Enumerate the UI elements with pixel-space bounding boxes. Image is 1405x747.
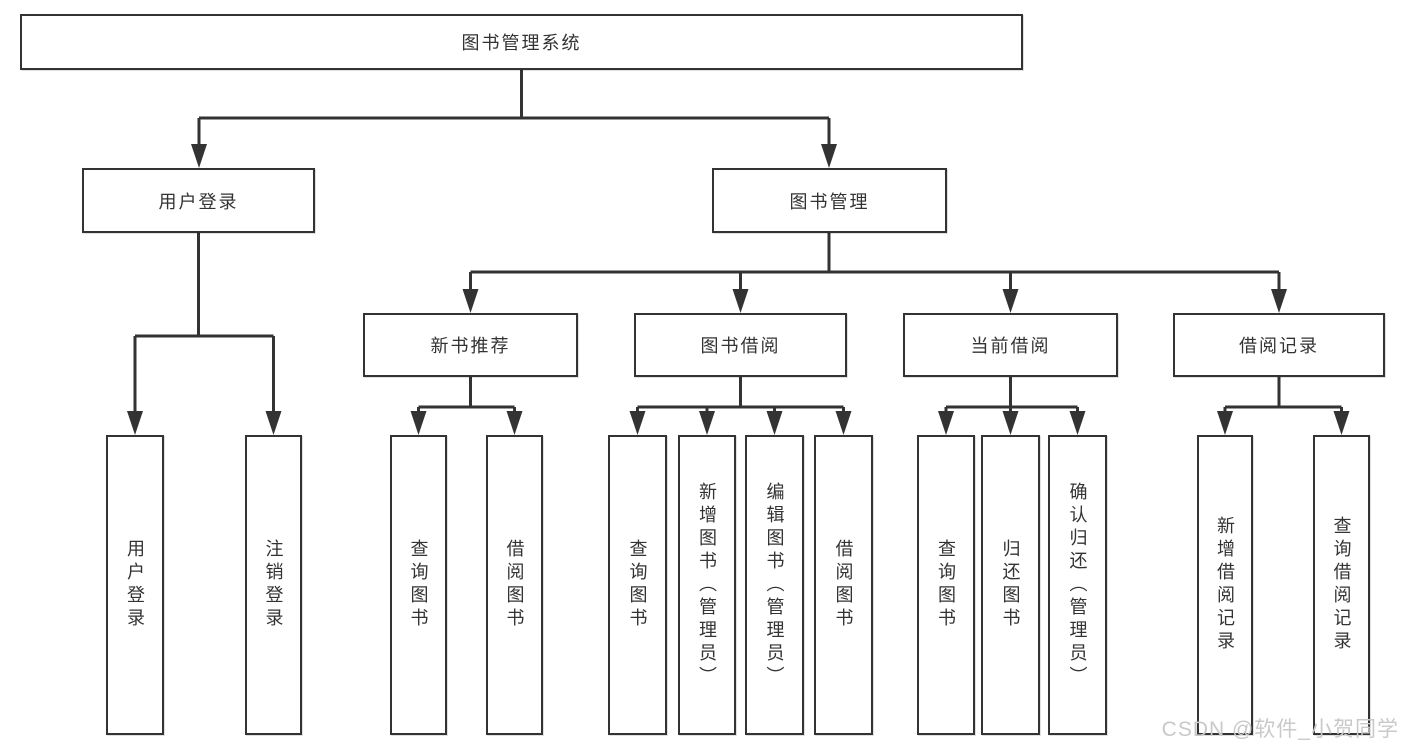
node-user-login-branch-label: 用户登录 <box>158 191 239 212</box>
node-current-borrowing-label: 当前借阅 <box>970 336 1051 356</box>
node-root: 图书管理系统 <box>20 14 1023 70</box>
leaf-nbr-query-books-label: 查询图书 <box>408 539 429 631</box>
leaf-bb-add-books: 新增图书（管理员） <box>678 435 736 735</box>
arrow-icon <box>732 289 749 313</box>
arrow-icon <box>1002 411 1019 435</box>
node-borrowing-records-label: 借阅记录 <box>1239 336 1319 356</box>
leaf-bb-edit-books-label: 编辑图书（管理员） <box>764 481 785 689</box>
arrow-icon <box>506 411 523 435</box>
leaf-bb-query-books-label: 查询图书 <box>627 539 648 631</box>
arrow-icon <box>1271 289 1287 313</box>
node-borrowing-records: 借阅记录 <box>1173 313 1385 377</box>
arrow-icon <box>766 411 783 435</box>
leaf-logout-label: 注销登录 <box>263 539 284 631</box>
arrow-icon <box>821 144 837 168</box>
leaf-bb-query-books: 查询图书 <box>608 435 667 735</box>
connector-borrowrecords-to-leaves <box>1223 377 1343 413</box>
arrow-icon <box>699 411 715 435</box>
node-book-borrowing-label: 图书借阅 <box>700 336 781 356</box>
node-book-borrowing: 图书借阅 <box>634 313 847 377</box>
leaf-cb-query-books: 查询图书 <box>917 435 975 735</box>
connector-bookborrow-to-leaves <box>636 377 845 413</box>
arrowheads <box>127 144 1350 435</box>
leaf-cb-confirm-return-label: 确认归还（管理员） <box>1067 481 1088 689</box>
leaf-br-query-record-label: 查询借阅记录 <box>1331 516 1352 654</box>
arrow-icon <box>191 144 207 168</box>
arrow-icon <box>265 411 282 435</box>
node-root-label: 图书管理系统 <box>461 33 582 53</box>
leaf-br-query-record: 查询借阅记录 <box>1313 435 1370 735</box>
arrow-icon <box>462 289 479 313</box>
connector-newbookrec-to-leaves <box>417 377 516 413</box>
leaf-cb-confirm-return: 确认归还（管理员） <box>1048 435 1107 735</box>
leaf-bb-borrow-books: 借阅图书 <box>814 435 873 735</box>
arrow-icon <box>629 411 646 435</box>
leaf-bb-add-books-label: 新增图书（管理员） <box>697 481 717 689</box>
node-new-book-recommendation: 新书推荐 <box>363 313 578 377</box>
leaf-cb-query-books-label: 查询图书 <box>936 539 956 631</box>
connector-userlogin-to-leaves <box>133 233 275 413</box>
arrow-icon <box>1002 289 1019 313</box>
arrow-icon <box>835 411 852 435</box>
leaf-bb-edit-books: 编辑图书（管理员） <box>745 435 804 735</box>
leaf-bb-borrow-books-label: 借阅图书 <box>833 539 854 631</box>
node-current-borrowing: 当前借阅 <box>903 313 1118 377</box>
connector-bookmgmt-to-level3 <box>469 233 1281 291</box>
leaf-user-login: 用户登录 <box>106 435 164 735</box>
arrow-icon <box>938 411 954 435</box>
connector-currentborrow-to-leaves <box>944 377 1079 413</box>
leaf-nbr-borrow-books: 借阅图书 <box>486 435 543 735</box>
leaf-cb-return-books: 归还图书 <box>981 435 1040 735</box>
node-book-management-branch-label: 图书管理 <box>789 191 870 212</box>
arrow-icon <box>127 411 143 435</box>
arrow-icon <box>1069 411 1086 435</box>
node-book-management-branch: 图书管理 <box>712 168 947 233</box>
leaf-br-add-record: 新增借阅记录 <box>1197 435 1253 735</box>
arrow-icon <box>1217 411 1233 435</box>
node-new-book-recommendation-label: 新书推荐 <box>430 336 511 356</box>
arrow-icon <box>410 411 427 435</box>
leaf-user-login-label: 用户登录 <box>125 539 145 631</box>
arrow-icon <box>1333 411 1350 435</box>
leaf-br-add-record-label: 新增借阅记录 <box>1215 516 1235 654</box>
node-user-login-branch: 用户登录 <box>82 168 315 233</box>
leaf-cb-return-books-label: 归还图书 <box>1000 539 1021 631</box>
connector-root-to-level2 <box>197 70 831 146</box>
leaf-nbr-borrow-books-label: 借阅图书 <box>504 539 525 631</box>
leaf-nbr-query-books: 查询图书 <box>390 435 447 735</box>
leaf-logout: 注销登录 <box>245 435 302 735</box>
